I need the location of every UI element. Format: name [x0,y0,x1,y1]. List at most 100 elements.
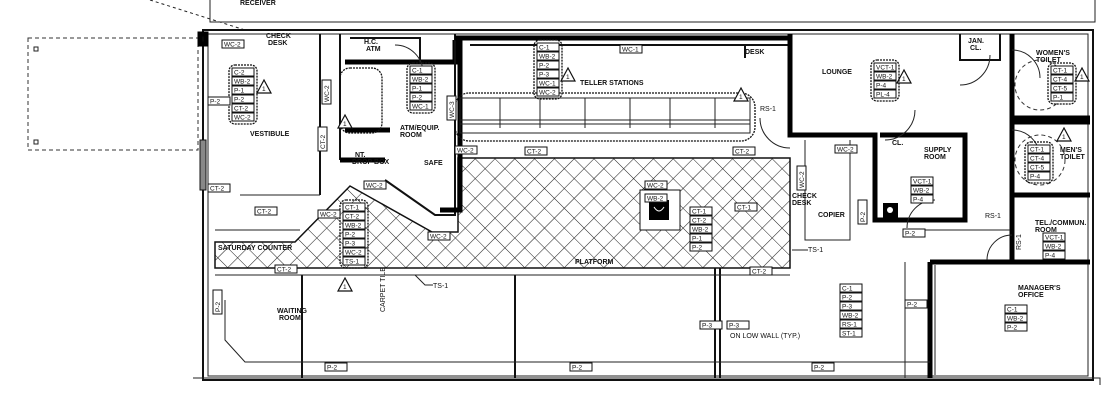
tag-label: P-2 [215,302,222,313]
tag-label: WB-2 [412,77,429,84]
tag-label: VCT-1 [913,179,932,186]
finish-tag: WB-2 [644,193,668,203]
label-hc-atm-2: ATM [366,46,381,53]
tag-label: CT-2 [735,149,749,156]
revision-number: 1 [902,76,906,83]
tag-label: WC-2 [320,212,337,219]
tag-label: C-1 [842,286,853,293]
revision-number: 1 [1080,74,1084,81]
tag-label: WC-2 [457,148,474,155]
tag-label: P-1 [1053,95,1064,102]
finish-tag: P-3 [726,320,750,330]
tag-label: P-3 [702,323,713,330]
tag-label: CT-1 [345,205,359,212]
tag-label: P-1 [412,86,423,93]
label-vestibule: VESTIBULE [250,131,290,138]
finish-tag: WB-2 [342,220,366,230]
finish-tag: VCT-1 [1042,232,1066,242]
label-jan-cl: JAN. [968,38,984,45]
label-platform: PLATFORM [575,259,614,266]
tag-stack-platform-west: CT-1CT-2WB-2P-2P-3WC-2TS-1 [339,199,369,269]
label-saturday-counter: SATURDAY COUNTER [218,245,292,252]
revision-number: 1 [343,121,347,128]
tag-label: P-2 [692,245,703,252]
revision-triangle-icon: 1 [336,113,354,129]
tag-label: CT-5 [1053,86,1067,93]
tag-label: P-3 [729,323,740,330]
revision-triangle-icon: 1 [559,66,577,82]
finish-tag: P-2 [902,228,926,238]
tag-label: CT-2 [345,214,359,221]
tag-label: CT-1 [1053,68,1067,75]
tag-label: CT-4 [1030,156,1044,163]
tag-label: ST-1 [842,331,856,338]
finish-tag: CT-1 [1050,65,1074,75]
tag-label: WB-2 [692,227,709,234]
tag-label: C-2 [234,70,245,77]
finish-tag: P-2 [811,362,835,372]
tag-label: WB-2 [345,223,362,230]
finish-tag: WC-3 [446,95,457,121]
finish-tag: WB-2 [910,185,934,195]
finish-tag: WC-2 [317,209,341,219]
finish-tag: WC-1 [536,78,560,88]
tag-label: P-3 [345,241,356,248]
notes: ON LOW WALL (TYP.) CARPET TILE TS-1 TS-1… [380,106,1023,340]
tag-label: TS-1 [345,259,359,266]
tag-label: P-2 [572,365,583,372]
finish-tag: WB-2 [409,74,433,84]
finish-tag: P-2 [324,362,348,372]
revision-triangle-icon: 1 [732,86,750,102]
label-check-desk: CHECK [266,33,291,40]
tag-label: P-2 [842,295,853,302]
revision-triangle-icon: 1 [255,78,273,94]
tag-label: WC-2 [647,183,664,190]
note-rs1-tel: RS-1 [1016,234,1023,250]
tag-label: WC-2 [366,183,383,190]
finish-tag: WB-2 [1004,313,1028,323]
label-closet: CL. [892,140,903,147]
finish-tag: P-1 [1050,92,1074,102]
tag-label: WC-2 [539,90,556,97]
label-waiting-room-2: ROOM [279,315,301,322]
finish-tag: C-1 [536,42,560,52]
finish-tag: CT-2 [231,103,255,113]
finish-tag: WC-2 [834,144,858,154]
finish-tag: WB-2 [536,51,560,61]
tag-label: WB-2 [1007,316,1024,323]
tag-label: P-2 [860,212,867,223]
finish-tag: WC-2 [796,165,807,191]
tag-stack-supply-room: VCT-1WB-2P-4 [910,176,934,204]
finish-tag: P-2 [536,60,560,70]
finish-tag: P-4 [1042,250,1066,260]
finish-tag: CT-1 [1027,144,1051,154]
finish-tag: P-2 [342,229,366,239]
label-mens-toilet: MEN'S [1060,147,1082,154]
finish-tag: WB-2 [839,310,863,320]
finish-tag: P-4 [873,80,897,90]
finish-tag: P-4 [1027,171,1051,181]
finish-tag: P-2 [904,299,928,309]
tag-label: WC-1 [622,47,639,54]
tag-label: CT-2 [692,218,706,225]
finish-tag: RS-1 [839,319,863,329]
finish-tag: ST-1 [839,328,863,338]
tag-label: CT-2 [210,186,224,193]
finish-tag: P-2 [207,96,231,106]
tag-label: WB-2 [1045,244,1062,251]
label-supply-room-2: ROOM [924,154,946,161]
note-ts1-east: TS-1 [808,247,823,254]
finish-tag: WC-1 [619,44,643,54]
label-receiver: RECEIVER [240,0,276,7]
finish-tag: VCT-1 [910,176,934,186]
finish-tag: P-2 [231,94,255,104]
finish-tag: WB-2 [231,76,255,86]
finish-tag: CT-2 [207,183,231,193]
finish-tag: WC-2 [231,112,255,122]
finish-tag: C-1 [409,65,433,75]
finish-tags: C-2WB-2P-1P-2CT-2WC-2C-1WB-2P-1P-2WC-1C-… [207,39,1077,372]
tag-stack-tel-room: VCT-1WB-2P-4 [1042,232,1066,260]
room-labels: RECEIVER CHECK DESK H.C. ATM VESTIBULE A… [218,0,1086,322]
